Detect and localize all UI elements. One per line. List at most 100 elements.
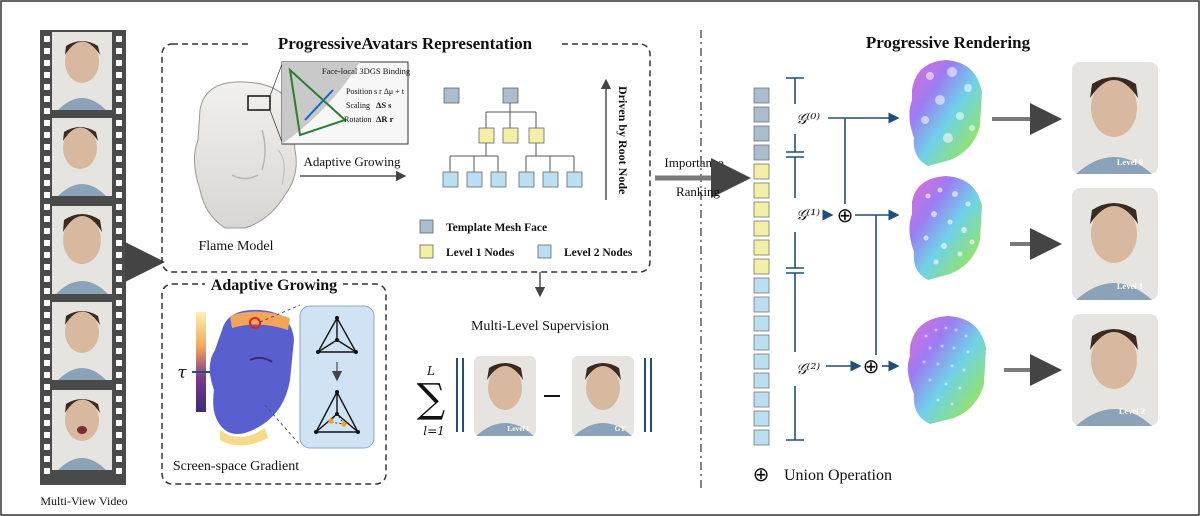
binding-position-label: Position (346, 87, 372, 96)
representation-title: ProgressiveAvatars Representation (278, 34, 533, 53)
film-sprocket-hole (44, 132, 50, 138)
film-sprocket-hole (116, 132, 122, 138)
gaussian-set-2-label: 𝒢⁽²⁾ (796, 360, 820, 378)
film-sprocket-hole (116, 360, 122, 366)
screen-space-gradient-label: Screen-space Gradient (173, 459, 299, 474)
level2-node (466, 171, 483, 188)
level1-node (502, 127, 519, 144)
film-sprocket-hole (116, 288, 122, 294)
legend-level1-label: Level 1 Nodes (446, 247, 515, 259)
union-legend-symbol: ⊕ (753, 462, 770, 486)
film-strip (40, 30, 126, 485)
film-sprocket-hole (116, 120, 122, 126)
video-frame-1 (52, 32, 112, 110)
legend-level1-swatch (419, 244, 434, 259)
film-sprocket-hole (44, 84, 50, 90)
legend-template-label: Template Mesh Face (446, 222, 547, 234)
film-sprocket-hole (116, 336, 122, 342)
film-sprocket-hole (44, 264, 50, 270)
subdivision-panel (299, 305, 375, 449)
film-sprocket-hole (44, 216, 50, 222)
film-sprocket-hole (44, 168, 50, 174)
film-sprocket-hole (116, 276, 122, 282)
level2-node (542, 171, 559, 188)
film-sprocket-hole (116, 108, 122, 114)
film-sprocket-hole (44, 372, 50, 378)
zoom-region-box (247, 95, 271, 111)
film-sprocket-hole (44, 408, 50, 414)
flame-model-label: Flame Model (198, 239, 273, 254)
film-sprocket-hole (116, 252, 122, 258)
template-face-node (502, 87, 519, 104)
hierarchy-tree (449, 103, 575, 172)
importance-label: Importance (664, 155, 723, 170)
video-frame-4 (52, 302, 112, 380)
film-sprocket-hole (116, 324, 122, 330)
film-sprocket-hole (116, 312, 122, 318)
rendered-face-image (474, 356, 536, 436)
ranking-label: Ranking (676, 184, 721, 199)
legend-level2-swatch (537, 244, 552, 259)
film-sprocket-hole (116, 36, 122, 42)
sum-upper-limit: L (426, 364, 435, 378)
film-sprocket-hole (116, 216, 122, 222)
final-render-level0-label: Level 0 (1117, 157, 1143, 167)
progressive-rendering-title: Progressive Rendering (866, 33, 1031, 52)
film-sprocket-hole (44, 276, 50, 282)
sum-symbol: ∑ (417, 376, 446, 422)
film-sprocket-hole (116, 396, 122, 402)
film-sprocket-hole (116, 420, 122, 426)
film-sprocket-hole (44, 228, 50, 234)
film-sprocket-hole (44, 360, 50, 366)
gaussian-head-level2 (907, 316, 986, 424)
film-sprocket-hole (44, 252, 50, 258)
film-sprocket-hole (116, 192, 122, 198)
film-sprocket-hole (44, 192, 50, 198)
film-sprocket-hole (44, 336, 50, 342)
film-sprocket-hole (44, 444, 50, 450)
ranked-node-column (753, 87, 770, 446)
film-sprocket-hole (116, 60, 122, 66)
film-sprocket-hole (44, 348, 50, 354)
film-strip-caption: Multi-View Video (40, 494, 127, 508)
film-sprocket-hole (116, 72, 122, 78)
level1-node (528, 127, 545, 144)
level2-node (442, 171, 459, 188)
film-sprocket-hole (116, 48, 122, 54)
legend-template-swatch (419, 219, 434, 234)
legend-level2-label: Level 2 Nodes (564, 247, 633, 259)
multi-level-supervision-label: Multi-Level Supervision (471, 319, 609, 334)
final-render-level1-label: Level 1 (1117, 281, 1143, 291)
sum-lower-limit: l=1 (423, 424, 445, 438)
binding-scaling-formula: ΔS s (376, 100, 392, 110)
driven-by-root-label: Driven by Root Node (616, 86, 630, 195)
film-sprocket-hole (116, 144, 122, 150)
final-render-level0 (1072, 62, 1158, 174)
film-sprocket-hole (44, 300, 50, 306)
film-sprocket-hole (44, 156, 50, 162)
binding-rotation-label: Rotation (344, 115, 372, 124)
high-gradient-marker (249, 317, 261, 329)
film-sprocket-hole (116, 468, 122, 474)
template-face-node (443, 87, 460, 104)
film-sprocket-hole (116, 264, 122, 270)
level2-node (490, 171, 507, 188)
film-sprocket-hole (44, 144, 50, 150)
gaussian-head-level0 (909, 60, 982, 166)
film-sprocket-hole (44, 48, 50, 54)
union-operator-1: ⊕ (837, 203, 854, 227)
binding-position-formula: s r Δμ + t (374, 87, 405, 96)
film-sprocket-hole (116, 444, 122, 450)
video-frame-3 (52, 206, 112, 294)
film-sprocket-hole (116, 372, 122, 378)
union-operator-2: ⊕ (863, 354, 880, 378)
final-render-level1 (1072, 188, 1158, 300)
film-sprocket-hole (116, 432, 122, 438)
film-sprocket-hole (116, 300, 122, 306)
film-sprocket-hole (44, 420, 50, 426)
adaptive-growing-title: Adaptive Growing (211, 277, 337, 294)
film-sprocket-hole (116, 84, 122, 90)
video-frame-5 (52, 390, 112, 470)
